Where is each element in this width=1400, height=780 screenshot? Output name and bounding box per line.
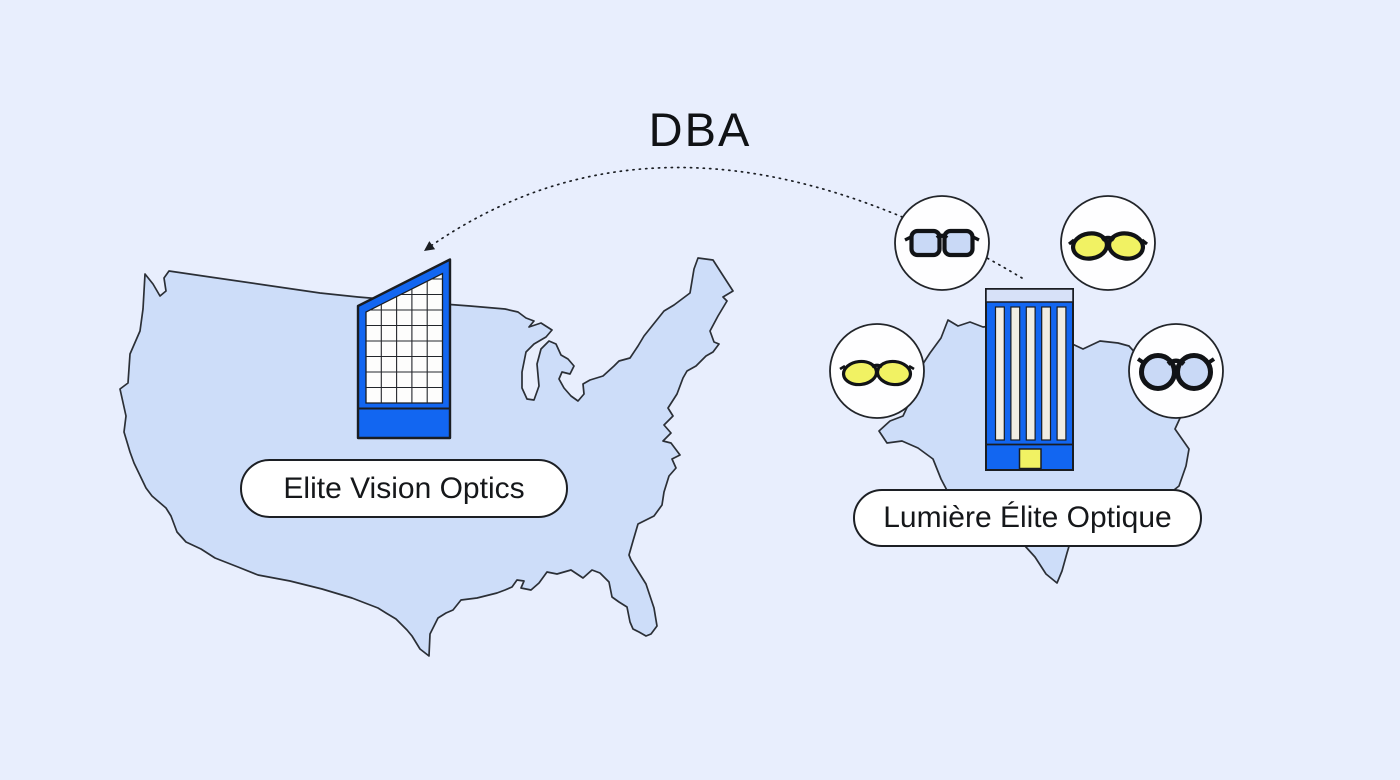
france-company-name: Lumière Élite Optique xyxy=(883,501,1172,534)
france-building-icon xyxy=(985,288,1074,471)
usa-map xyxy=(119,257,734,657)
glasses-bubble-wayfarer xyxy=(894,195,990,291)
glasses-bubble-round xyxy=(1128,323,1224,419)
glasses-bubble-oval xyxy=(829,323,925,419)
oval-glasses-icon xyxy=(839,359,915,387)
dba-arrowhead-icon xyxy=(424,241,436,251)
glasses-bubble-cat-eye xyxy=(1060,195,1156,291)
wayfarer-glasses-icon xyxy=(904,228,980,258)
usa-building-icon xyxy=(356,258,452,440)
building-door xyxy=(1018,448,1042,470)
cat-eye-glasses-icon xyxy=(1068,231,1148,261)
dba-heading: DBA xyxy=(648,103,752,156)
usa-company-name: Elite Vision Optics xyxy=(283,471,525,505)
round-glasses-icon xyxy=(1136,353,1216,391)
usa-company-label: Elite Vision Optics xyxy=(240,459,568,518)
france-company-label: Lumière Élite Optique xyxy=(853,489,1202,547)
